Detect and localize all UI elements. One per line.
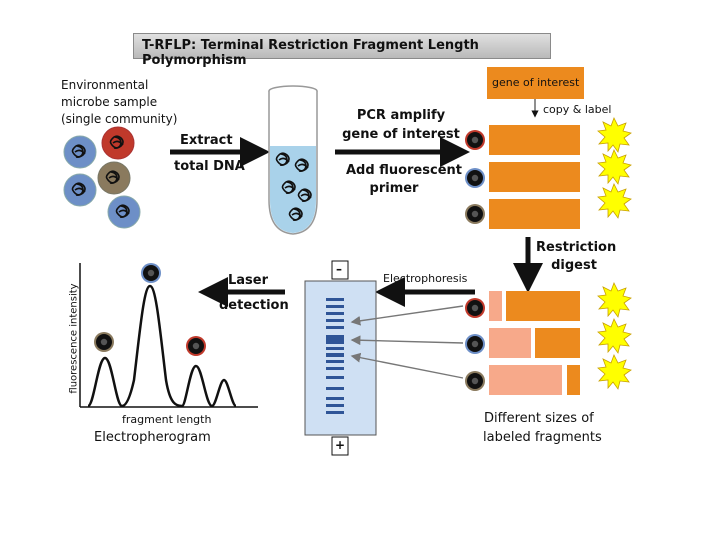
- gel-plus: +: [335, 438, 346, 452]
- test-tube: [268, 85, 318, 235]
- y-axis-label: fluorescence intensity: [68, 283, 80, 394]
- fragment-pointer: [350, 305, 464, 326]
- extract-label: Extract: [180, 133, 233, 148]
- electropherogram-plot: [79, 263, 258, 408]
- microbe-sample: [63, 126, 141, 229]
- digested-fragments: [465, 282, 632, 395]
- pcr-label-2: gene of interest: [342, 127, 460, 142]
- total-dna-label: total DNA: [174, 159, 245, 174]
- fragment-pointer: [350, 352, 464, 379]
- primer-label-1: Add fluorescent: [346, 163, 462, 178]
- primer-label-2: primer: [369, 181, 419, 196]
- fragment-pointer: [350, 335, 464, 346]
- amplified-copies: [465, 117, 632, 229]
- diagram-title: T-RFLP: Terminal Restriction Fragment Le…: [142, 38, 479, 68]
- electrophoresis-label: Electrophoresis: [383, 272, 468, 285]
- copy-label: copy & label: [543, 103, 612, 116]
- fragments-label-2: labeled fragments: [483, 430, 602, 445]
- x-axis-label: fragment length: [122, 413, 212, 426]
- restriction-label-2: digest: [551, 258, 597, 273]
- pcr-label-1: PCR amplify: [356, 108, 446, 123]
- gene-of-interest-box: [487, 67, 584, 99]
- laser-label-1: Laser: [228, 273, 269, 288]
- electropherogram-label: Electropherogram: [94, 430, 211, 445]
- gene-of-interest-label: gene of interest: [492, 76, 580, 89]
- restriction-label-1: Restriction: [536, 240, 617, 255]
- title-bar: T-RFLP: Terminal Restriction Fragment Le…: [133, 33, 551, 68]
- sample-label: Environmental microbe sample (single com…: [61, 78, 178, 126]
- gel-minus: –: [336, 262, 342, 276]
- laser-label-2: detection: [219, 298, 289, 313]
- fragments-label-1: Different sizes of: [484, 411, 594, 426]
